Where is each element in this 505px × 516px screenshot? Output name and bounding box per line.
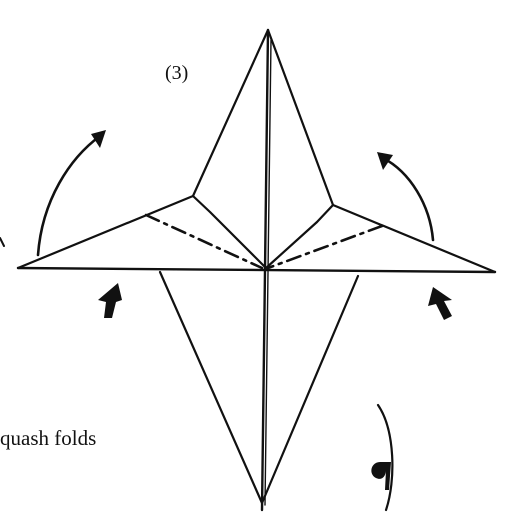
right-rotate-arrow-curve xyxy=(381,156,435,242)
left-push-arrow xyxy=(98,283,122,318)
upper-flap-outline xyxy=(191,28,335,207)
vertical-center-line xyxy=(260,28,270,512)
turn-over-symbol-icon xyxy=(371,462,391,490)
left-mountain-fold-line xyxy=(144,213,264,270)
right-mountain-fold-line xyxy=(266,224,384,270)
left-rotate-arrow-curve xyxy=(36,134,102,257)
turn-over-arc xyxy=(376,403,394,512)
step-number-label: (3) xyxy=(165,62,189,84)
vertical-center-line-inner xyxy=(264,39,272,506)
right-rotate-arrowhead xyxy=(377,152,393,170)
horizontal-fold-line xyxy=(16,266,497,274)
right-wing-outline xyxy=(264,203,497,274)
left-edge-mark xyxy=(0,237,5,247)
lower-flap-outline xyxy=(158,270,360,505)
squash-folds-caption: quash folds xyxy=(0,426,97,450)
right-push-arrow xyxy=(428,287,452,320)
left-wing-outline xyxy=(16,194,268,270)
left-rotate-arrowhead xyxy=(91,130,106,148)
